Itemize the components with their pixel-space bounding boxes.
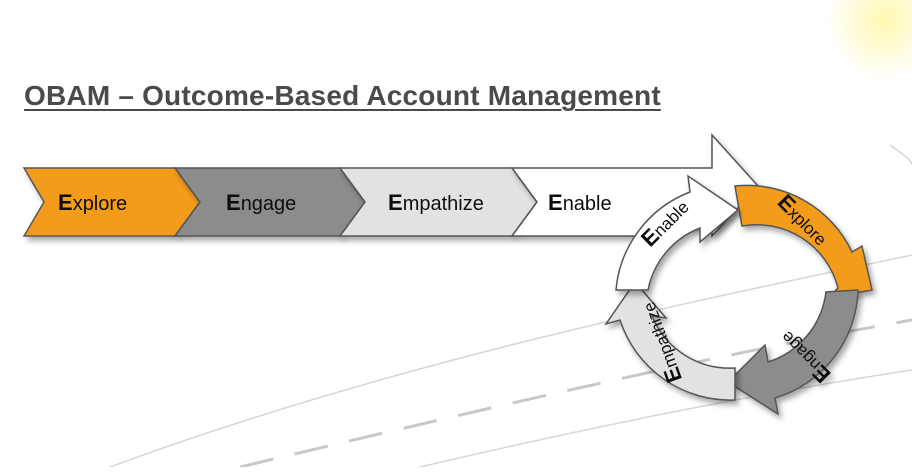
svg-text:Enable: Enable xyxy=(548,190,612,215)
step-empathize-label: mpathize xyxy=(403,193,484,215)
step-empathize-initial: E xyxy=(388,190,403,215)
svg-text:Explore: Explore xyxy=(58,190,127,215)
cycle-enable: Enable xyxy=(615,174,740,291)
step-explore: Explore xyxy=(22,167,201,237)
svg-text:Engage: Engage xyxy=(226,190,296,215)
step-explore-label: xplore xyxy=(73,193,127,215)
cycle-empathize: Empathize xyxy=(604,280,736,401)
step-empathize: Empathize xyxy=(338,167,538,237)
cycle-explore: Explore xyxy=(734,184,873,300)
svg-text:Empathize: Empathize xyxy=(388,190,484,215)
step-explore-initial: E xyxy=(58,190,73,215)
page-title: OBAM – Outcome-Based Account Management xyxy=(24,80,661,111)
step-engage: Engage xyxy=(173,167,366,237)
step-engage-initial: E xyxy=(226,190,241,215)
step-enable-initial: E xyxy=(548,190,563,215)
step-enable-label: nable xyxy=(563,193,612,215)
step-engage-label: ngage xyxy=(241,193,297,215)
light-glow xyxy=(825,0,912,80)
